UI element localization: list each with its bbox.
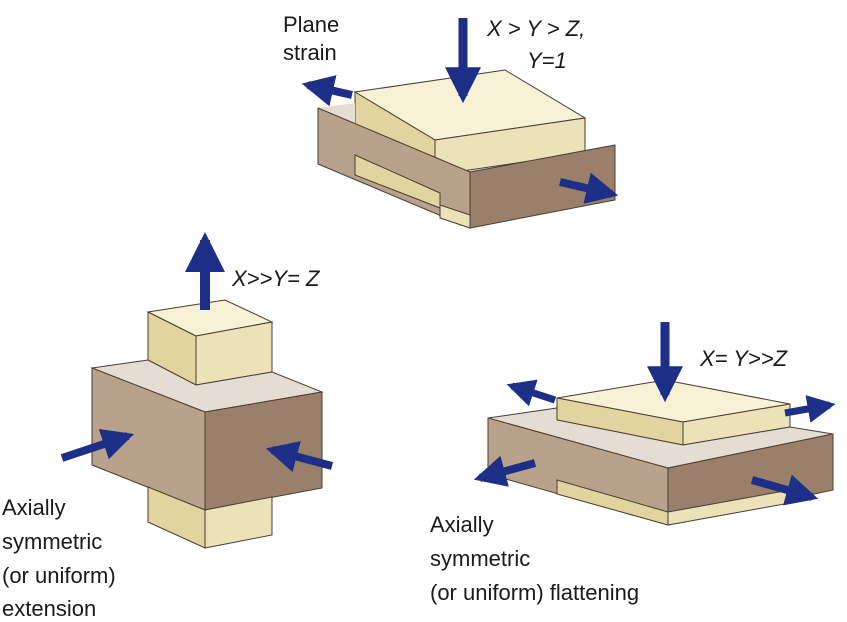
axial-flattening-caption-line2: symmetric — [430, 546, 531, 571]
extension-tan-side — [204, 391, 323, 511]
axial-flattening-caption-line3: (or uniform) flattening — [430, 580, 640, 605]
axial-extension-arrows — [60, 232, 334, 473]
flattening-lower-right-arrow — [750, 474, 819, 506]
axial-extension-condition: X>>Y= Z — [232, 266, 320, 291]
flattening-tan-side — [667, 433, 834, 526]
extension-lower-cream-side — [204, 496, 273, 549]
axial-flattening-block — [487, 379, 834, 526]
axial-flattening-condition: X= Y>>Z — [700, 346, 788, 371]
flattening-upper-right-arrow — [784, 395, 836, 423]
axial-flattening-arrows — [473, 322, 836, 506]
axial-extension-caption-line3: (or uniform) — [2, 563, 116, 588]
axial-extension-caption-line2: symmetric — [2, 529, 103, 554]
flattening-upper-left-arrow — [506, 379, 557, 407]
plane-strain-title-line1: Plane — [283, 12, 340, 37]
axial-extension-caption-line1: Axially — [2, 495, 66, 520]
plane-strain-arrows — [301, 18, 619, 204]
flattening-lower-left-arrow — [473, 455, 537, 487]
axial-extension-block — [90, 299, 324, 549]
plane-strain-lower-cream-side — [439, 204, 471, 229]
plane-strain-title-line2: strain — [283, 40, 337, 65]
axial-flattening-caption-line1: Axially — [430, 512, 494, 537]
plane-strain-condition-line2: Y=1 — [527, 48, 567, 73]
plane-strain-right-arrow — [559, 172, 619, 204]
extension-right-in-arrow — [265, 441, 334, 473]
axial-extension-caption-line4: extension — [2, 596, 97, 621]
plane-strain-condition-line1: X > Y > Z, — [487, 16, 586, 41]
plane-strain-left-arrow — [301, 75, 353, 107]
extension-left-in-arrow — [60, 428, 135, 462]
